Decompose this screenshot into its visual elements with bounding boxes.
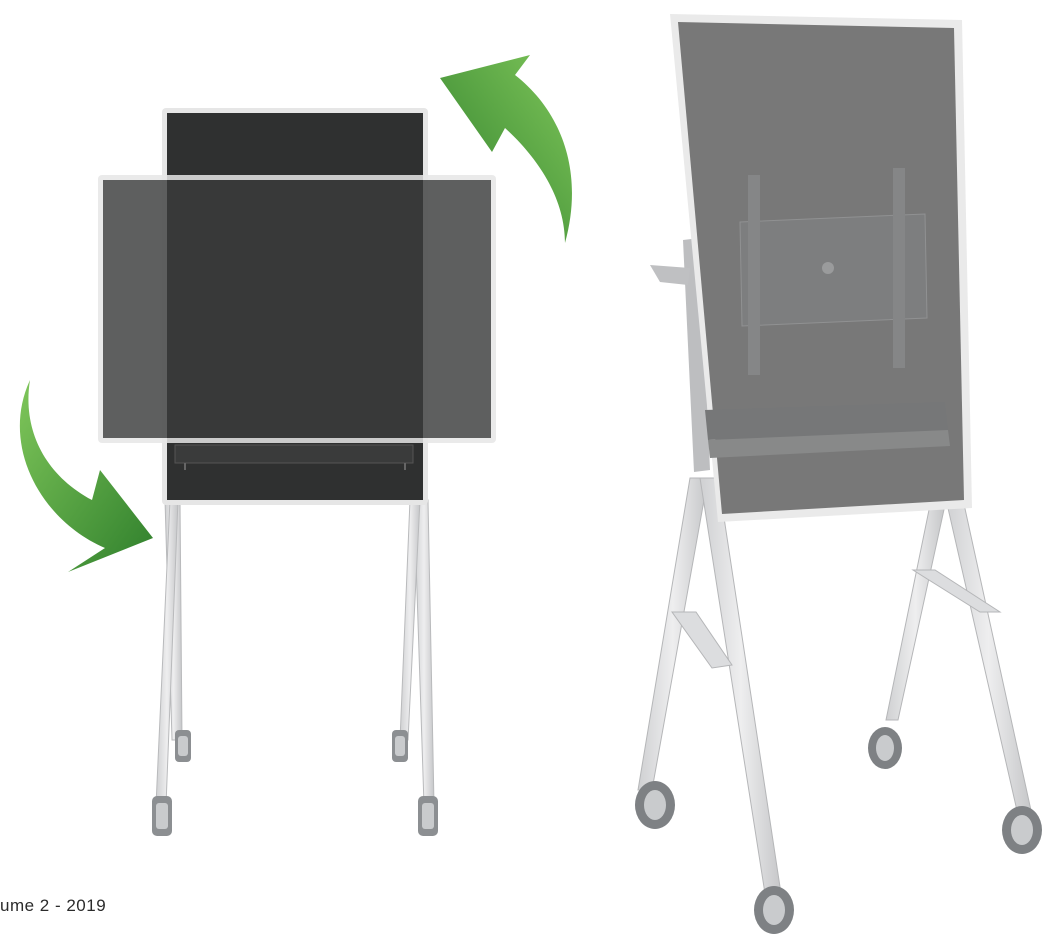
caster-icon — [152, 730, 438, 836]
footer-volume-text: ume 2 - 2019 — [0, 896, 106, 916]
caster-icon — [635, 727, 1042, 934]
stand-legs-back — [886, 495, 1032, 815]
stand-legs-front-3d — [638, 478, 782, 900]
rotation-diagram — [20, 55, 572, 836]
portrait-stand-3d — [635, 14, 1042, 934]
display-portrait-3d — [670, 14, 972, 522]
display-landscape — [98, 175, 496, 443]
